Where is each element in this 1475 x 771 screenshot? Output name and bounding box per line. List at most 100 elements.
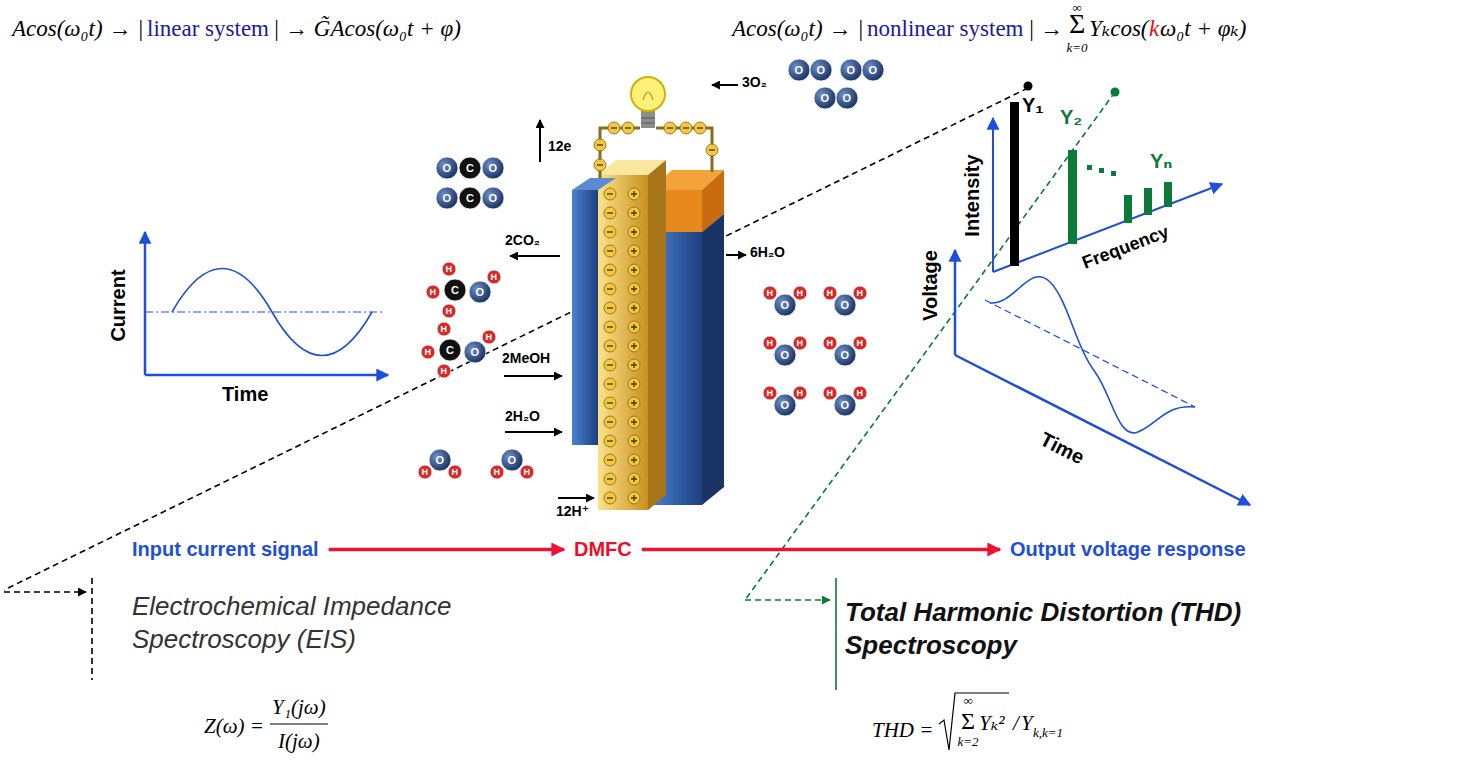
proton-symbol (628, 283, 640, 295)
atom-symbol: O (476, 287, 485, 298)
electron-symbol (604, 454, 616, 466)
atom-symbol: H (827, 289, 834, 298)
atom-symbol: O (847, 65, 856, 76)
proton-symbol (628, 302, 640, 314)
charge-ball (604, 302, 616, 314)
atom-sphere (437, 322, 451, 336)
charge-sign (607, 307, 613, 308)
charge-sign (631, 476, 637, 482)
atom-sphere (810, 59, 832, 81)
atom-sphere (429, 449, 451, 471)
radical-sign (939, 693, 1009, 750)
charge-ball (628, 454, 640, 466)
electron-symbol (706, 144, 718, 156)
charge-sign (607, 421, 613, 422)
charge-ball (604, 473, 616, 485)
atom-sphere (459, 187, 481, 209)
proton-symbol (628, 416, 640, 428)
electron-symbol (604, 321, 616, 333)
atom-sphere (823, 286, 837, 300)
charge-sign (607, 383, 613, 384)
atom-symbol: C (466, 163, 474, 174)
electron-symbol (604, 473, 616, 485)
charge-sign (631, 191, 637, 197)
charge-ball (628, 207, 640, 219)
charge-sign (607, 231, 613, 232)
proton-symbol (628, 454, 640, 466)
electron-symbol (694, 122, 706, 134)
fuel-cell-part (631, 77, 665, 111)
proton-symbol (628, 340, 640, 352)
atom-symbol: O (821, 93, 830, 104)
sum-sign: Σ (961, 709, 975, 733)
species-label: 6H₂O (750, 244, 785, 260)
electron-symbol (604, 226, 616, 238)
electron-symbol (604, 397, 616, 409)
charge-sign (709, 149, 715, 150)
charge-sign (631, 438, 637, 444)
proton-symbol (628, 397, 640, 409)
charge-sign (631, 400, 637, 406)
atom-symbol: H (430, 288, 437, 297)
flow-arrows-part (504, 375, 562, 377)
electron-symbol (604, 207, 616, 219)
atom-symbol: H (491, 273, 498, 282)
charge-sign (607, 364, 613, 365)
electron-symbol (604, 340, 616, 352)
charge-sign (631, 305, 637, 311)
atom-sphere (482, 330, 496, 344)
flow-stage: Output voltage response (1006, 536, 1250, 563)
atom-symbol: O (489, 163, 498, 174)
atom-symbol: H (425, 348, 432, 357)
charge-ball (628, 264, 640, 276)
atom-sphere (763, 336, 777, 350)
fraction-bar (270, 723, 328, 724)
charge-sign (631, 248, 637, 254)
charge-sign (625, 127, 631, 128)
atom-symbol: O (489, 193, 498, 204)
stage-label: DMFC (574, 538, 632, 561)
charge-ball (594, 159, 606, 171)
formula-term: Y (1021, 711, 1033, 735)
atom-sphere (834, 294, 856, 316)
atom-symbol: H (797, 289, 804, 298)
formula-term: | → (1028, 16, 1063, 42)
leader-lines-part (1024, 82, 1033, 91)
atom-symbol: H (827, 339, 834, 348)
electron-symbol (680, 122, 692, 134)
charge-symbols (594, 122, 718, 504)
charge-sign (631, 381, 637, 387)
leader-lines-part (4, 88, 1028, 590)
method-title: Total Harmonic Distortion (THD) Spectros… (845, 596, 1405, 661)
fuel-cell-part (641, 118, 655, 123)
proton-symbol (628, 435, 640, 447)
axis-label: Frequency (1079, 221, 1171, 273)
atom-sphere (490, 465, 504, 479)
flow-arrows (504, 85, 746, 498)
charge-sign (611, 127, 617, 128)
atom-sphere (421, 345, 435, 359)
stage-label: Output voltage response (1010, 538, 1246, 561)
atom-symbol: O (508, 455, 517, 466)
charge-ball (628, 416, 640, 428)
atom-sphere (459, 157, 481, 179)
axis-label: Intensity (961, 154, 984, 236)
fuel-cell-part (702, 214, 724, 505)
charge-sign (607, 250, 613, 251)
spectrum-plot-part (1099, 168, 1104, 173)
charge-sign (607, 497, 613, 498)
electron-symbol (594, 139, 606, 151)
atom-symbol: H (441, 325, 448, 334)
atom-sphere (774, 394, 796, 416)
spectrum-plot-part (1144, 188, 1152, 215)
charge-sign (683, 127, 689, 128)
charge-ball (604, 435, 616, 447)
spectrum-plot-part (955, 355, 1250, 505)
flow-arrows-part (726, 254, 746, 256)
charge-ball (628, 435, 640, 447)
atom-symbol: O (841, 350, 850, 361)
leader-lines-part (91, 578, 93, 680)
atom-symbol: H (857, 289, 864, 298)
